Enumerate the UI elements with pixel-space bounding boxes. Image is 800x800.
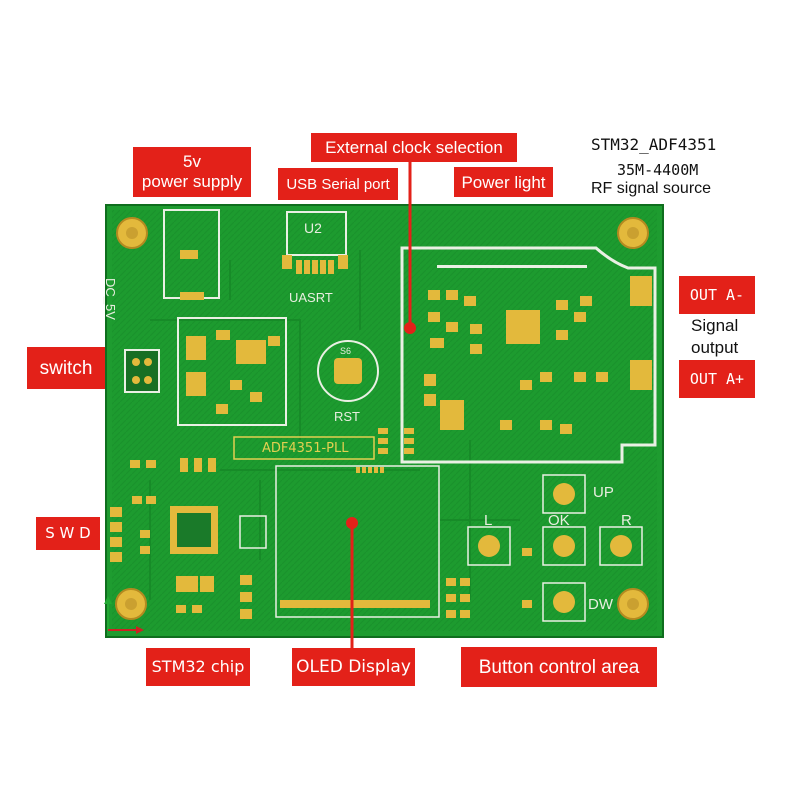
- callout-external-clock: External clock selection: [311, 133, 517, 162]
- callout-switch: switch: [27, 347, 105, 389]
- callout-oled: OLED Display: [292, 648, 415, 686]
- callout-button-area: Button control area: [461, 647, 657, 687]
- button-down-label: DW: [588, 596, 613, 613]
- u2-label: U2: [304, 220, 322, 236]
- callout-swd: S W D: [36, 517, 100, 550]
- signal-output-line2: output: [691, 338, 739, 357]
- button-up-label: UP: [593, 484, 614, 501]
- callout-stm32-chip: STM32 chip: [146, 648, 250, 686]
- chip-label: ADF4351-PLL: [262, 441, 349, 456]
- callout-power-supply-line2: power supply: [141, 172, 243, 191]
- callout-out-a-minus: OUT A-: [679, 276, 755, 314]
- callout-out-a-plus: OUT A+: [679, 360, 755, 398]
- title-line2: 35M-4400M: [617, 161, 699, 179]
- button-left-label: L: [484, 512, 493, 529]
- callout-power-light: Power light: [454, 167, 553, 197]
- tactile-button-graphics: [467, 474, 643, 622]
- callout-usb-serial: USB Serial port: [278, 168, 398, 200]
- callout-power-supply-line1: 5v: [183, 152, 201, 172]
- button-right-label: R: [621, 512, 632, 529]
- signal-output-line1: Signal: [691, 316, 739, 335]
- s6-label: S6: [340, 346, 352, 356]
- title-line3: RF signal source: [591, 180, 712, 197]
- uasrt-label: UASRT: [289, 290, 333, 305]
- callout-power-supply: 5v power supply: [133, 147, 251, 197]
- button-ok-label: OK: [548, 512, 570, 529]
- rst-label: RST: [334, 409, 360, 424]
- dc-label: DC_5V: [103, 278, 118, 320]
- title-line1: STM32_ADF4351: [591, 135, 717, 154]
